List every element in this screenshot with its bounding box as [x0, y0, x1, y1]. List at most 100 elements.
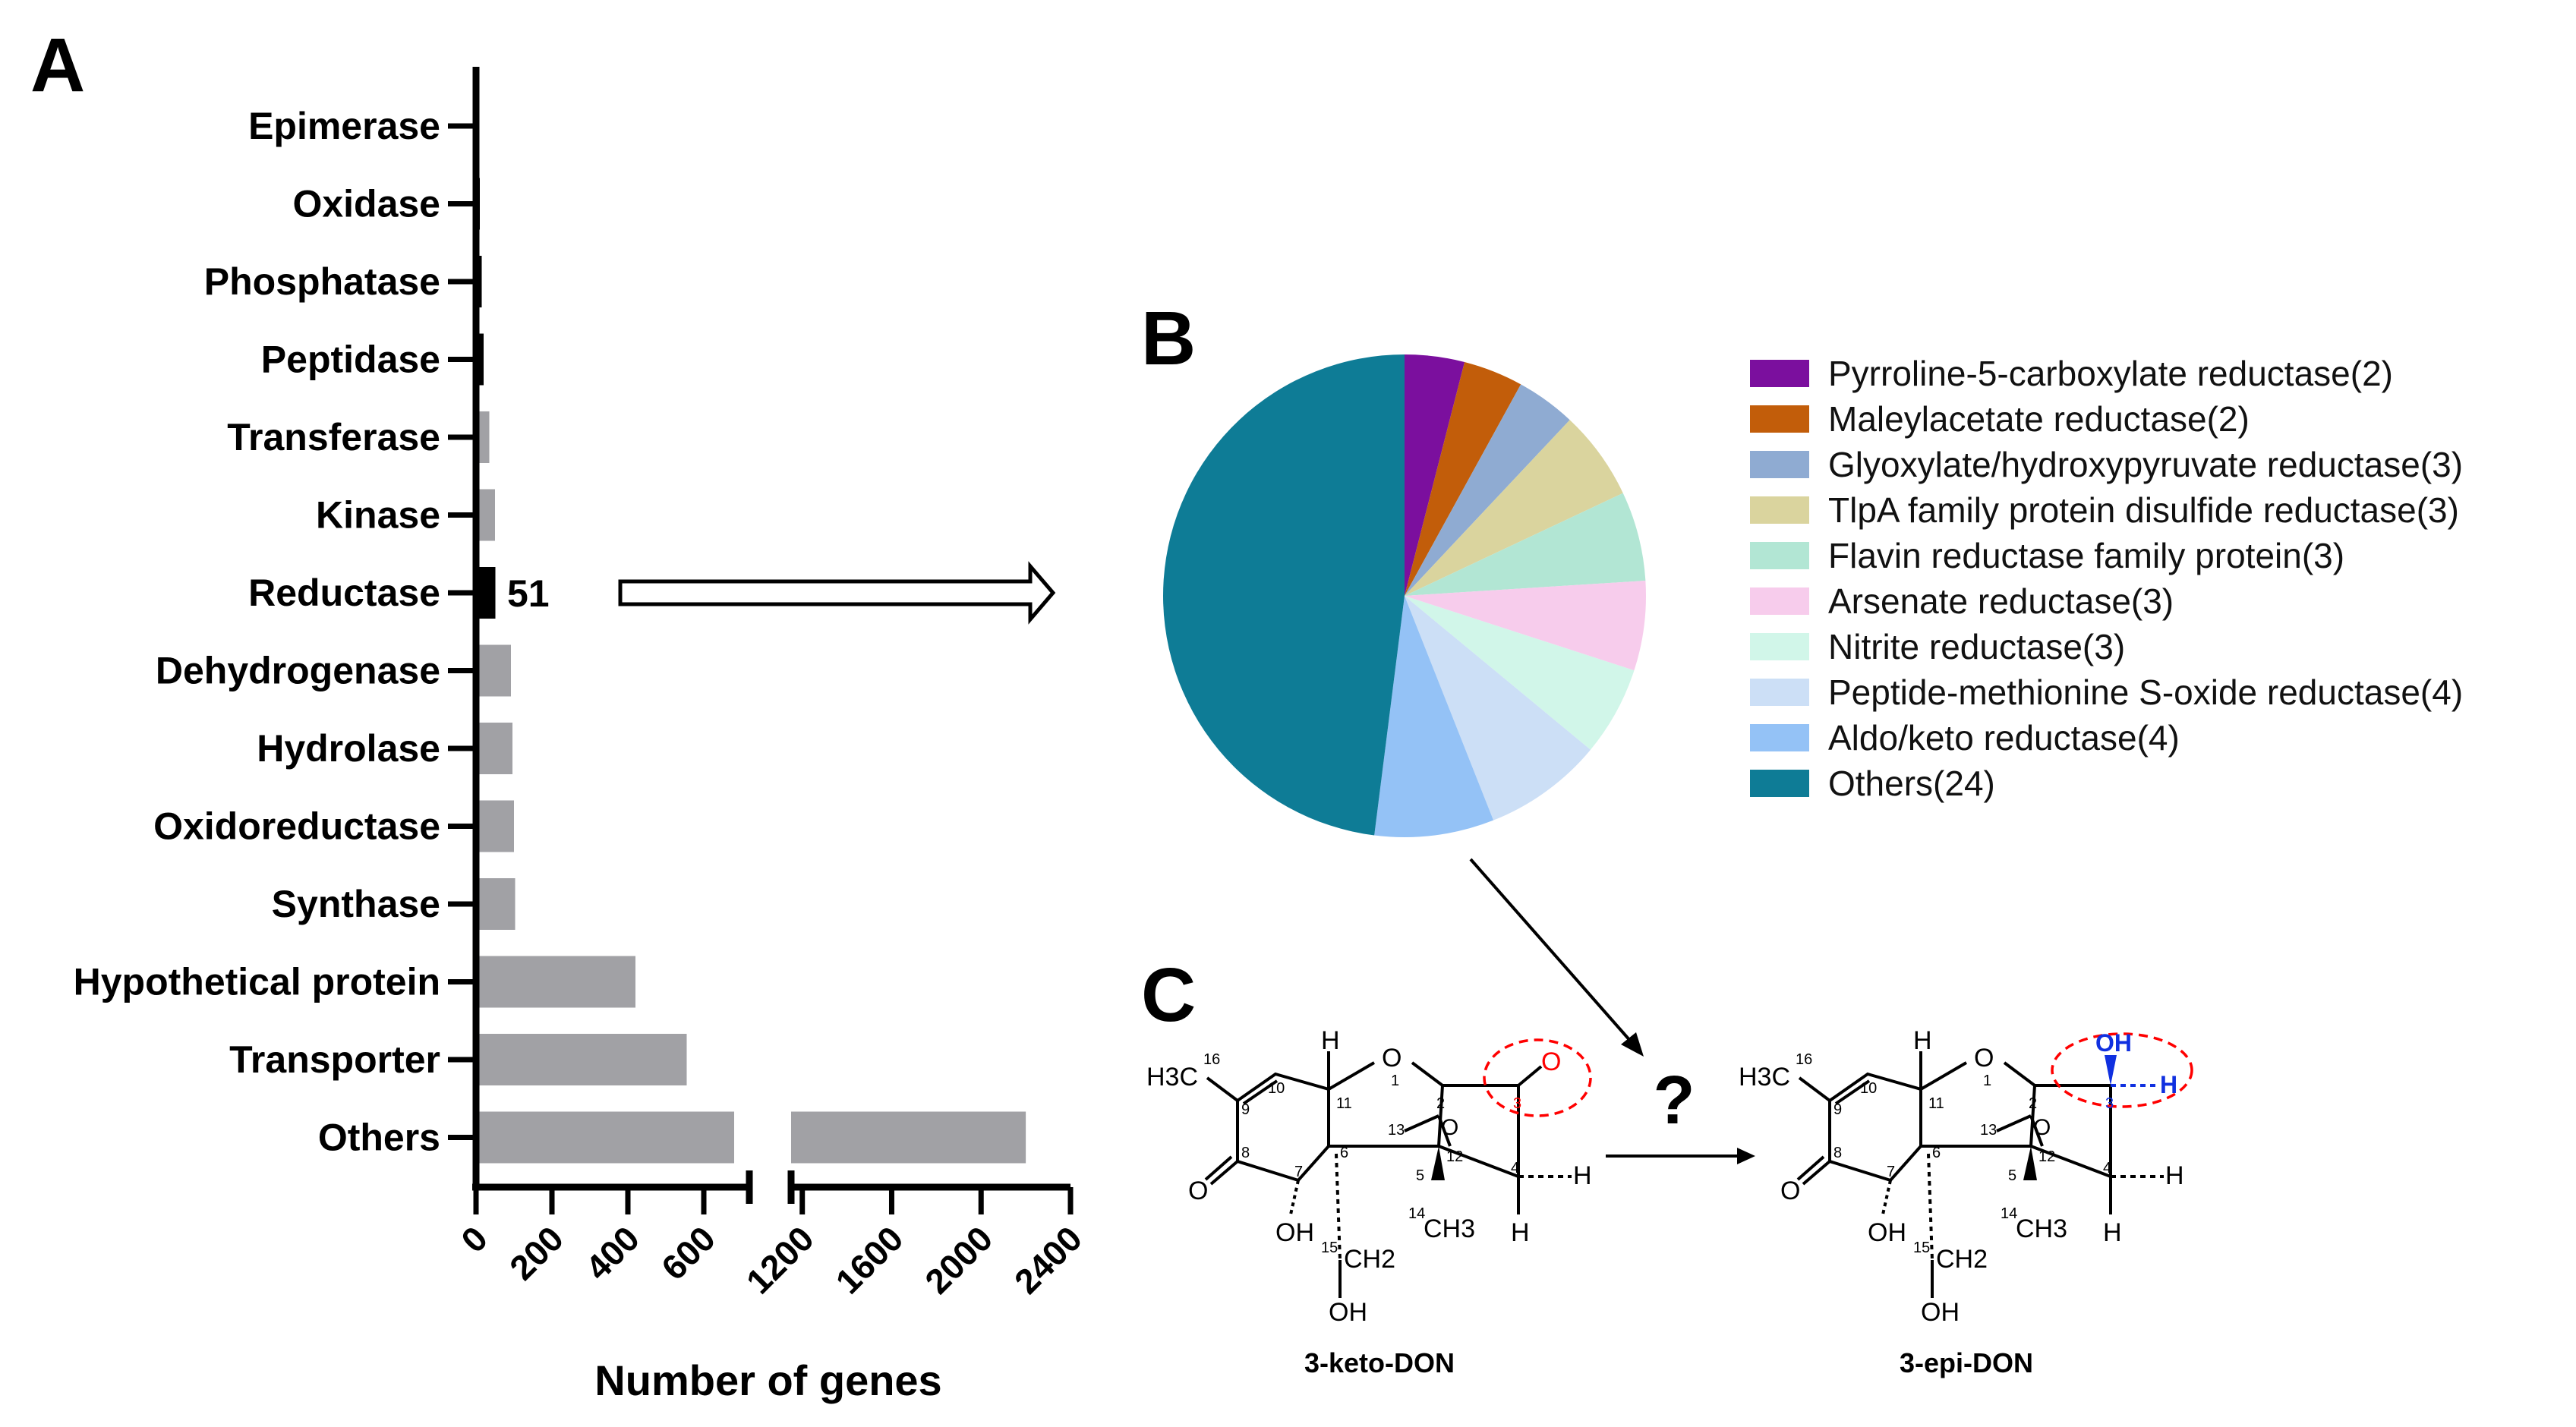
right-h-bottom: H: [2103, 1218, 2122, 1247]
right-c13: 13: [1980, 1122, 1997, 1139]
right-oh15: OH: [1921, 1298, 1960, 1327]
category-label-reductase: Reductase: [248, 572, 440, 614]
right-c3: 3: [2105, 1095, 2114, 1112]
legend-label-peptide-methionine-s-oxide-reductase-4: Peptide-methionine S-oxide reductase(4): [1828, 673, 2463, 712]
category-label-others: Others: [318, 1117, 440, 1159]
molecule-3-keto-don: H3C 16 H O 1 10 11 9 2 3 O 8 6 13 O 12 O…: [1146, 1026, 1592, 1327]
left-c4: 4: [1511, 1160, 1519, 1177]
right-c5: 5: [2008, 1167, 2016, 1184]
category-label-oxidase: Oxidase: [292, 183, 440, 225]
right-h3: H: [2160, 1071, 2177, 1098]
right-oh7: OH: [1868, 1218, 1906, 1247]
right-o-ring-num: 1: [1983, 1073, 1991, 1089]
right-o-ring: O: [1974, 1044, 1994, 1073]
left-ch2: CH2: [1344, 1245, 1395, 1274]
pie-slice-peptide-methionine-s-oxide-reductase-4: [1405, 596, 1591, 821]
legend-label-arsenate-reductase-3: Arsenate reductase(3): [1828, 581, 2174, 621]
legend-label-aldo-keto-reductase-4: Aldo/keto reductase(4): [1828, 718, 2180, 758]
category-label-epimerase: Epimerase: [248, 105, 440, 147]
category-label-phosphatase: Phosphatase: [204, 260, 440, 303]
left-o-keto-top: O: [1541, 1047, 1561, 1076]
bar-hypothetical-protein: [476, 956, 635, 1008]
category-label-kinase: Kinase: [316, 494, 440, 537]
left-c12: 12: [1446, 1148, 1463, 1165]
right-c4: 4: [2103, 1160, 2111, 1177]
pie-slice-glyoxylate-hydroxypyruvate-reductase-3: [1405, 384, 1570, 596]
right-c8: 8: [1833, 1145, 1842, 1161]
question-mark: ?: [1654, 1063, 1695, 1139]
left-c15: 15: [1321, 1240, 1338, 1256]
x-tick-label-1200: 1200: [739, 1218, 821, 1301]
left-c13: 13: [1388, 1122, 1405, 1139]
bar-synthase: [476, 878, 516, 930]
bar-category-labels: EpimeraseOxidasePhosphatasePeptidaseTran…: [74, 105, 476, 1159]
legend-swatch-aldo-keto-reductase-4: [1750, 724, 1809, 751]
x-tick-label-2400: 2400: [1007, 1218, 1089, 1301]
bar-oxidoreductase: [476, 800, 514, 852]
category-label-hypothetical-protein: Hypothetical protein: [74, 961, 440, 1003]
molecule-3-epi-don: H3C 16 H O 1 10 11 9 2 3 OH H 8 6 13 O 1…: [1739, 1026, 2193, 1327]
left-o-ring-num: 1: [1391, 1073, 1399, 1089]
legend-swatch-others-24: [1750, 770, 1809, 797]
left-o-ring: O: [1382, 1044, 1402, 1073]
compound-left-name: 3-keto-DON: [1304, 1347, 1455, 1378]
legend-label-others-24: Others(24): [1828, 764, 1995, 803]
pie-slice-aldo-keto-reductase-4: [1374, 596, 1494, 837]
legend-swatch-peptide-methionine-s-oxide-reductase-4: [1750, 679, 1809, 706]
right-c16: 16: [1796, 1051, 1812, 1068]
diagonal-arrow-icon: [1469, 858, 1644, 1057]
right-c14: 14: [2001, 1205, 2017, 1222]
category-label-transporter: Transporter: [229, 1038, 440, 1081]
right-c10: 10: [1860, 1080, 1877, 1097]
legend-label-pyrroline-5-carboxylate-reductase-2: Pyrroline-5-carboxylate reductase(2): [1828, 354, 2393, 393]
right-ch2: CH2: [1936, 1245, 1988, 1274]
legend-swatch-tlpa-family-protein-disulfide-reductase-3: [1750, 496, 1809, 524]
pie-chart: [1163, 354, 1646, 837]
x-tick-label-400: 400: [578, 1218, 647, 1287]
panel-a-letter: A: [30, 23, 85, 108]
right-c15: 15: [1913, 1240, 1930, 1256]
pie-slice-flavin-reductase-family-protein-3: [1405, 493, 1646, 596]
pie-slice-nitrite-reductase-3: [1405, 596, 1635, 750]
category-label-dehydrogenase: Dehydrogenase: [156, 650, 440, 692]
bar-axes: [472, 67, 1070, 1204]
bar-others-part-2: [791, 1111, 1026, 1164]
pie-slice-pyrroline-5-carboxylate-reductase-2: [1405, 354, 1465, 596]
category-label-synthase: Synthase: [272, 883, 440, 925]
right-c9: 9: [1833, 1101, 1842, 1118]
reaction-arrow-icon: [1606, 1148, 1755, 1164]
left-c16: 16: [1203, 1051, 1220, 1068]
left-o-keto-left: O: [1188, 1177, 1208, 1205]
left-c2: 2: [1436, 1095, 1445, 1112]
right-h-top: H: [1913, 1026, 1932, 1055]
bar-others-part-1: [476, 1111, 734, 1164]
category-label-peptidase: Peptidase: [261, 339, 440, 381]
left-h-top: H: [1321, 1026, 1340, 1055]
legend-swatch-glyoxylate-hydroxypyruvate-reductase-3: [1750, 451, 1809, 478]
hollow-arrow-icon: [618, 561, 1056, 625]
pie-slice-tlpa-family-protein-disulfide-reductase-3: [1405, 420, 1623, 596]
left-c5: 5: [1416, 1167, 1424, 1184]
legend-label-flavin-reductase-family-protein-3: Flavin reductase family protein(3): [1828, 536, 2344, 575]
right-o-epox: O: [2033, 1115, 2051, 1140]
bar-chart: EpimeraseOxidasePhosphatasePeptidaseTran…: [74, 67, 1089, 1404]
category-label-oxidoreductase: Oxidoreductase: [153, 805, 440, 848]
category-label-transferase: Transferase: [227, 416, 440, 458]
left-oh7: OH: [1275, 1218, 1314, 1247]
legend-label-tlpa-family-protein-disulfide-reductase-3: TlpA family protein disulfide reductase(…: [1828, 490, 2459, 530]
pie-slice-arsenate-reductase-3: [1405, 581, 1646, 671]
legend-swatch-maleylacetate-reductase-2: [1750, 405, 1809, 433]
legend-swatch-arsenate-reductase-3: [1750, 587, 1809, 615]
pie-legend: Pyrroline-5-carboxylate reductase(2) Male…: [1750, 354, 2463, 803]
left-c6: 6: [1340, 1145, 1348, 1161]
left-c10: 10: [1268, 1080, 1285, 1097]
x-tick-label-2000: 2000: [917, 1218, 1000, 1301]
legend-label-maleylacetate-reductase-2: Maleylacetate reductase(2): [1828, 399, 2250, 439]
legend-swatch-pyrroline-5-carboxylate-reductase-2: [1750, 360, 1809, 387]
right-c7: 7: [1887, 1164, 1895, 1180]
left-oh15: OH: [1329, 1298, 1367, 1327]
compound-right-name: 3-epi-DON: [1900, 1347, 2033, 1378]
legend-label-nitrite-reductase-3: Nitrite reductase(3): [1828, 627, 2125, 666]
